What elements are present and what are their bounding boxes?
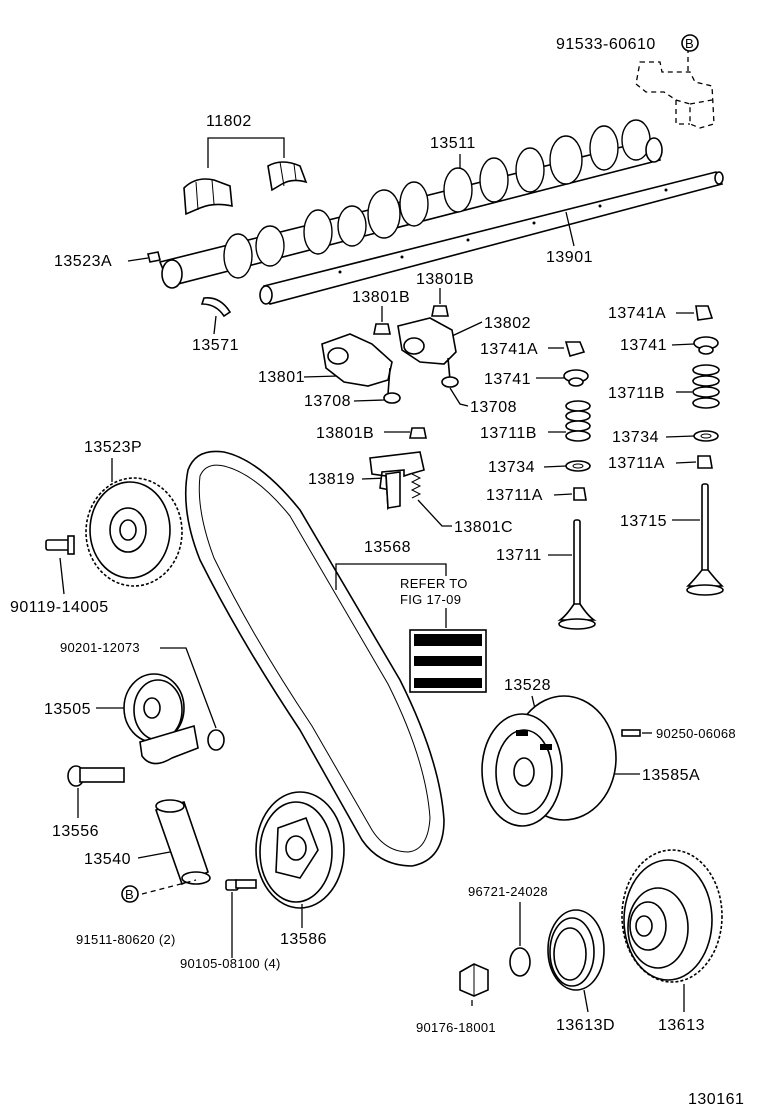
camshaft-part: [158, 119, 663, 289]
label-13711A-b: 13711A: [608, 455, 665, 472]
retainer-13741-b: [693, 336, 719, 355]
valve-13711-part: [557, 519, 597, 630]
label-13734-a: 13734: [488, 459, 535, 476]
label-90176-18001: 90176-18001: [416, 1020, 496, 1035]
label-13802: 13802: [484, 315, 531, 332]
bolt-90119-part: [45, 535, 75, 555]
tension-spring-13540-part: [154, 799, 211, 886]
bolt-marker-icon-2: [121, 885, 139, 903]
label-13801B-a: 13801B: [352, 289, 410, 306]
label-11802: 11802: [206, 113, 252, 130]
bolt-marker-label-2: B: [125, 887, 134, 902]
label-91533-60610: 91533-60610: [556, 36, 656, 53]
washer-90201-part: [207, 729, 225, 751]
pin-13556-part: [67, 765, 125, 787]
label-13528: 13528: [504, 677, 551, 694]
seal-13711A-b: [697, 455, 713, 469]
label-13708-b: 13708: [470, 399, 517, 416]
label-90250-06068: 90250-06068: [656, 726, 736, 741]
label-13801B-b: 13801B: [416, 271, 474, 288]
retainer-13741-a: [563, 369, 589, 387]
adjust-screw-13708-a: [383, 367, 401, 404]
label-13741-a: 13741: [484, 371, 531, 388]
reference-line-1: REFER TO: [400, 576, 468, 591]
label-90201-12073: 90201-12073: [60, 640, 140, 655]
tensioner-13505-part: [123, 673, 199, 765]
label-13741-b: 13741: [620, 337, 667, 354]
label-13734-b: 13734: [612, 429, 659, 446]
bearing-shell-right: [267, 161, 308, 192]
label-13540: 13540: [84, 851, 131, 868]
label-13613D: 13613D: [556, 1017, 615, 1034]
label-13586: 13586: [280, 931, 327, 948]
label-13571: 13571: [192, 337, 239, 354]
nut-13801B-a: [373, 323, 391, 335]
label-13801B-c: 13801B: [316, 425, 374, 442]
spring-13711B-b: [692, 364, 720, 409]
label-96721-24028: 96721-24028: [468, 884, 548, 899]
label-13523A: 13523A: [54, 253, 112, 270]
nut-13801B-b: [431, 305, 449, 317]
reference-book-icon: [409, 629, 487, 693]
label-13523P: 13523P: [84, 439, 142, 456]
label-13568: 13568: [364, 539, 411, 556]
bolt-marker-icon: [681, 34, 699, 52]
label-13819: 13819: [308, 471, 355, 488]
nut-13801B-c: [409, 427, 427, 439]
rocker-arm-13801-part: [321, 333, 393, 387]
bearing-shell-left: [183, 178, 233, 216]
seat-13734-b: [693, 430, 719, 442]
key-13523A-part: [147, 251, 161, 263]
label-13511: 13511: [430, 135, 476, 152]
pulley-13586-part: [255, 791, 345, 909]
label-13708-a: 13708: [304, 393, 351, 410]
o-ring-96721-part: [509, 947, 531, 977]
label-13711: 13711: [496, 547, 542, 564]
crank-pulley-13613-part: [621, 849, 723, 983]
crank-pulley-13528-part: [481, 695, 617, 827]
valve-13715-part: [686, 483, 724, 596]
bolt-90105-part: [225, 879, 257, 891]
label-13556: 13556: [52, 823, 99, 840]
label-13711B-a: 13711B: [480, 425, 537, 442]
cam-pulley-13523P-part: [85, 477, 183, 587]
ring-13571-part: [200, 296, 232, 318]
timing-belt-13568-part: [184, 450, 445, 867]
label-13801: 13801: [258, 369, 305, 386]
diagram-id: 130161: [688, 1091, 744, 1108]
adjust-screw-13708-b: [441, 357, 459, 388]
label-13741A-a: 13741A: [480, 341, 538, 358]
oil-seal-13613D-part: [547, 909, 605, 991]
seal-13711A-a: [573, 487, 587, 501]
bearing-cap-part: [635, 48, 715, 129]
keeper-13741A-a: [564, 341, 586, 357]
label-13711B-b: 13711B: [608, 385, 665, 402]
reference-line-2: FIG 17-09: [400, 592, 461, 607]
label-90105-08100: 90105-08100 (4): [180, 956, 281, 971]
pin-90250-part: [621, 729, 641, 737]
label-13741A-b: 13741A: [608, 305, 666, 322]
spring-13801C-part: [410, 473, 422, 499]
label-13711A-a: 13711A: [486, 487, 543, 504]
nut-90176-part: [459, 963, 489, 997]
label-13801C: 13801C: [454, 519, 513, 536]
label-13585A: 13585A: [642, 767, 700, 784]
rocker-shaft-part: [259, 171, 724, 305]
label-13505: 13505: [44, 701, 91, 718]
label-13613: 13613: [658, 1017, 705, 1034]
rocker-arm-13802-part: [397, 317, 457, 365]
rocker-13819-part: [369, 451, 425, 511]
label-13715: 13715: [620, 513, 667, 530]
label-13901: 13901: [546, 249, 593, 266]
bolt-marker-label: B: [685, 36, 694, 51]
keeper-13741A-b: [695, 305, 714, 321]
label-91511-80620: 91511-80620 (2): [76, 932, 176, 947]
seat-13734-a: [565, 460, 591, 472]
label-90119-14005: 90119-14005: [10, 599, 109, 616]
spring-13711B-a: [565, 400, 591, 442]
